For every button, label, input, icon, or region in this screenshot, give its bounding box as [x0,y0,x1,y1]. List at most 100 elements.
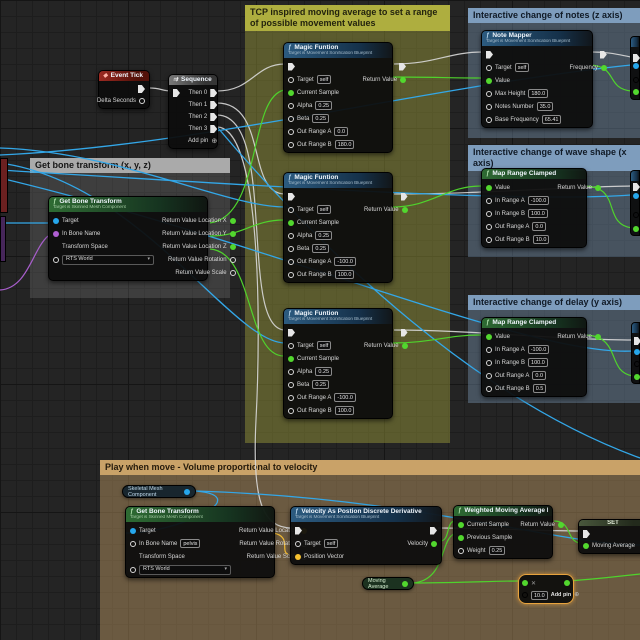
beta-input[interactable]: 0.25 [312,114,330,123]
comment-title[interactable]: Play when move - Volume proportional to … [100,460,640,475]
in-bone-name-pin[interactable] [53,230,59,237]
out-range-a-input[interactable]: -100.0 [334,257,356,266]
out-range-b-pin[interactable] [288,271,294,278]
out-range-a-input[interactable]: 0.0 [532,222,547,231]
target-value-input[interactable]: self [316,205,332,214]
current-sample-pin[interactable] [458,521,464,528]
sequence-node[interactable]: ⇉Sequence Then 0 Then 1 Then 2 Then 3 Ad… [168,74,218,149]
input-b-value[interactable]: 10.0 [531,590,548,600]
target-value-input[interactable]: self [316,75,332,84]
exec-in-pin[interactable] [634,337,640,345]
alpha-input[interactable]: 0.25 [315,367,333,376]
out-range-a-pin[interactable] [486,372,492,379]
return-value-pin[interactable] [594,184,601,191]
in-range-b-input[interactable]: 100.0 [528,209,548,218]
value-pin[interactable] [486,77,492,84]
target-pin[interactable] [634,349,640,355]
comment-title[interactable]: Interactive change of notes (z axis) [468,8,640,23]
out-range-b-input[interactable]: 100.0 [334,406,355,415]
position-vector-pin[interactable] [295,553,301,560]
return-value-pin[interactable] [401,342,408,349]
exec-in-pin[interactable] [173,89,180,97]
location-y-pin[interactable] [229,230,236,237]
rotation-pin[interactable] [229,256,236,263]
exec-in-pin[interactable] [633,54,640,62]
target-pin[interactable] [633,193,639,199]
exec-out-pin[interactable] [599,50,607,59]
then1-pin[interactable] [210,101,218,109]
target-value-input[interactable]: self [323,539,339,548]
float-pin[interactable] [634,374,640,380]
exec-in-pin[interactable] [288,62,295,71]
exec-out-pin[interactable] [400,328,408,337]
bone-name-input[interactable]: pelvis [180,539,201,548]
add-pin-icon[interactable]: ⊕ [574,591,580,598]
exec-out-pin[interactable] [400,192,408,201]
target-pin[interactable] [130,527,136,534]
out-range-a-input[interactable]: 0.0 [532,371,547,380]
alpha-input[interactable]: 0.25 [315,101,333,110]
delta-seconds-pin[interactable] [139,98,145,104]
target-pin[interactable] [288,76,294,83]
transform-space-dropdown[interactable]: RTS World▾ [62,254,154,265]
in-range-b-pin[interactable] [486,359,492,366]
exec-out-pin[interactable] [138,85,145,93]
out-range-b-input[interactable]: 10.0 [532,235,550,244]
transform-space-pin[interactable] [130,566,136,573]
input-b-pin[interactable] [522,592,528,598]
max-height-input[interactable]: 180.0 [528,89,549,98]
exec-in-pin[interactable] [288,328,295,337]
return-value-pin[interactable] [557,521,564,528]
out-range-b-input[interactable]: 180.0 [334,140,355,149]
value-pin[interactable] [486,184,492,191]
target-value-input[interactable]: self [514,63,530,72]
base-frequency-input[interactable]: 65.41 [541,115,562,124]
current-sample-pin[interactable] [288,219,294,226]
in-range-b-input[interactable]: 100.0 [528,358,548,367]
then0-pin[interactable] [210,89,218,97]
return-value-pin[interactable] [401,206,408,213]
clipped-node-wave-right[interactable] [630,170,640,236]
notes-number-input[interactable]: 35.0 [536,102,554,111]
out-range-a-pin[interactable] [288,128,294,135]
moving-average-pill[interactable]: Moving Average [362,577,414,590]
name-pin[interactable] [633,77,639,83]
beta-pin[interactable] [288,381,294,388]
exec-in-pin[interactable] [583,530,590,538]
alpha-pin[interactable] [288,102,294,109]
exec-in-pin[interactable] [486,50,493,59]
frequency-pin[interactable] [600,64,607,71]
exec-in-pin[interactable] [288,192,295,201]
target-pin[interactable] [295,540,301,547]
in-range-a-pin[interactable] [486,197,492,204]
location-z-pin[interactable] [229,243,236,250]
transform-space-pin[interactable] [53,256,59,263]
out-range-b-pin[interactable] [288,407,294,414]
out-range-a-pin[interactable] [288,258,294,265]
weight-input[interactable]: 0.25 [488,546,506,555]
in-range-a-input[interactable]: -100.0 [527,196,550,205]
notes-number-pin[interactable] [486,103,492,110]
beta-input[interactable]: 0.25 [312,244,330,253]
value-pin[interactable] [486,333,492,340]
name-pin[interactable] [634,361,640,367]
scale-pin[interactable] [229,269,236,276]
out-range-b-pin[interactable] [486,236,492,243]
float-pin[interactable] [633,89,639,95]
add-pin-icon[interactable]: ⊕ [211,137,218,145]
name-pin[interactable] [633,212,639,218]
exec-out-pin[interactable] [399,62,407,71]
object-out-pin[interactable] [184,488,190,495]
comment-title[interactable]: TCP inspired moving average to set a ran… [245,5,450,31]
set-moving-average-node[interactable]: SET Moving Average [578,519,640,554]
clipped-node-notes-right[interactable] [630,36,640,100]
transform-space-dropdown[interactable]: RTS World▾ [139,564,231,575]
alpha-pin[interactable] [288,232,294,239]
